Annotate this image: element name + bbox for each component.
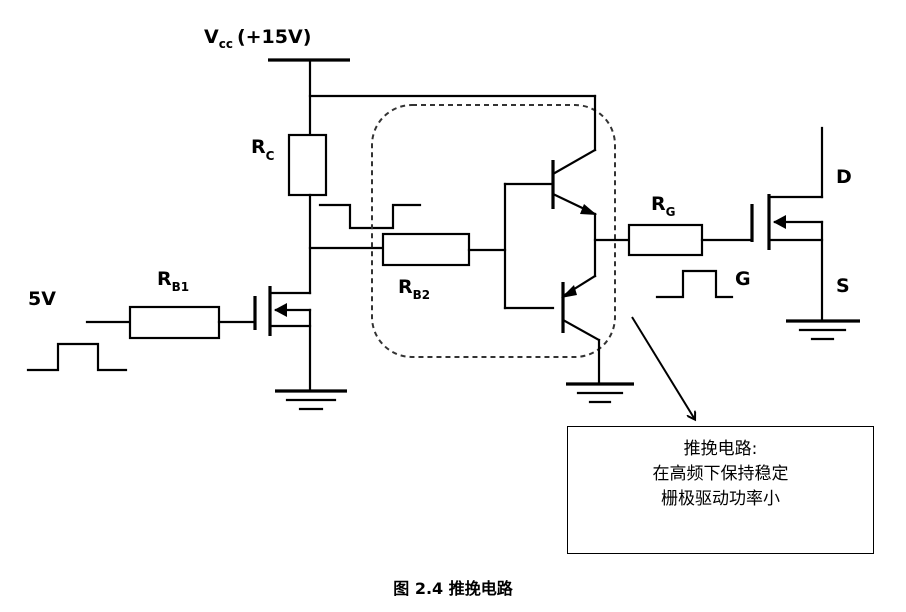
rb2-label: RB2 [398, 276, 430, 302]
note-line-1: 推挽电路: [683, 439, 758, 459]
npn-transistor [551, 94, 597, 216]
power-mosfet [750, 126, 860, 341]
gate-label: G [735, 268, 751, 290]
note-line-2: 在高频下保持稳定 [652, 464, 789, 484]
resistor-rc [287, 133, 328, 197]
input-voltage-label: 5V [28, 288, 56, 310]
square-wave-rc [318, 203, 422, 230]
push-pull-enclosure [371, 104, 616, 358]
resistor-rg [627, 223, 704, 257]
emitter-node [593, 212, 631, 278]
pnp-transistor [561, 274, 601, 342]
drain-label: D [836, 166, 852, 188]
rg-label: RG [651, 193, 676, 219]
square-wave-input [26, 342, 128, 372]
base-bus [503, 182, 555, 310]
vcc-rail [268, 58, 597, 137]
rc-label: RC [251, 136, 275, 163]
input-mosfet [253, 286, 347, 411]
resistor-rb1 [128, 305, 221, 340]
source-label: S [836, 275, 850, 297]
ground-pushpull [566, 338, 634, 404]
annotation-box: 推挽电路: 在高频下保持稳定 栅极驱动功率小 [567, 426, 874, 554]
resistor-rb2 [381, 232, 471, 267]
figure-caption: 图 2.4 推挽电路 [393, 579, 513, 598]
note-line-3: 栅极驱动功率小 [661, 489, 780, 509]
collector-node-wires [308, 193, 385, 295]
vcc-label: Vcc(+15V) [204, 26, 311, 51]
square-wave-gate [655, 269, 734, 299]
note-pointer-arrow [631, 316, 694, 418]
rb1-label: RB1 [157, 268, 189, 294]
